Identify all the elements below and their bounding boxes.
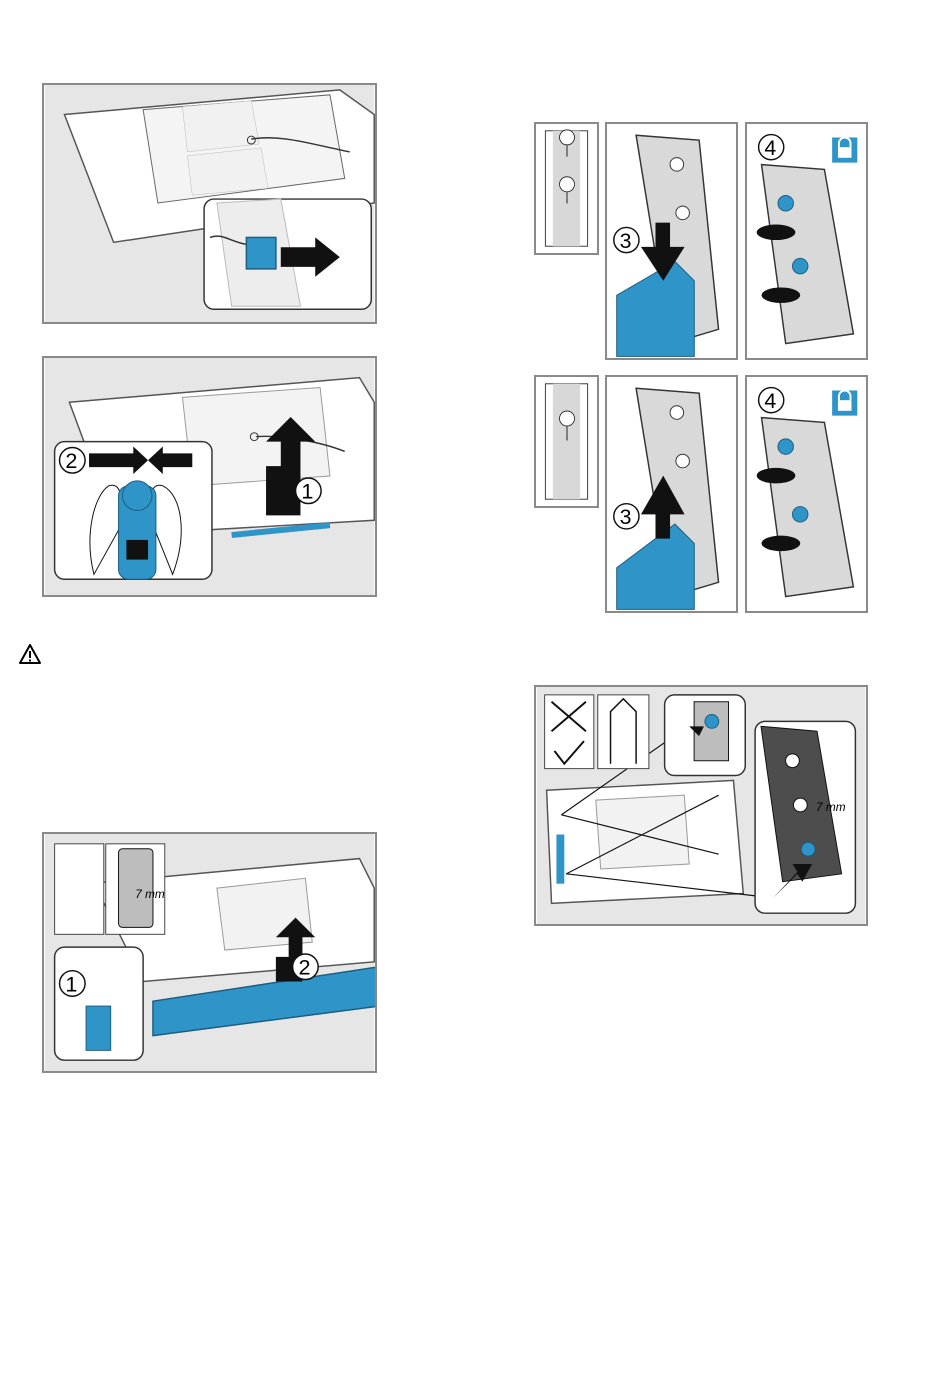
figure-tighten-screws-b: 4 [745, 375, 868, 613]
figure-hang-bracket-up: 3 [605, 375, 738, 613]
padlock-icon [832, 390, 857, 415]
step-1-label: 1 [301, 479, 313, 504]
figure-bracket-slot-single [534, 375, 599, 508]
step-3-label-b: 3 [620, 505, 632, 529]
warning-icon [18, 643, 42, 665]
padlock-icon [832, 137, 857, 162]
screw-icon [705, 715, 719, 729]
step-2-label-c: 2 [298, 955, 310, 980]
figure-install-filter: 2 7 mm 1 [42, 832, 377, 1073]
step-4-label-b: 4 [764, 389, 776, 413]
figure-bracket-slot-keyhole [534, 122, 599, 255]
step-4-label-a: 4 [764, 136, 776, 160]
vent-duct-icon [611, 699, 637, 764]
measure-label-r: 7 mm [816, 800, 846, 814]
figure-hang-bracket-down: 3 [605, 122, 738, 360]
figure-remove-filter: 1 2 [42, 356, 377, 597]
step-2-label: 2 [65, 448, 77, 473]
step-1-label-c: 1 [65, 971, 77, 996]
step-3-label-a: 3 [620, 229, 632, 253]
figure-disconnect-cable [42, 83, 377, 324]
figure-tighten-screws-a: 4 [745, 122, 868, 360]
measure-label-c: 7 mm [135, 887, 165, 901]
figure-screw-positions: 7 mm [534, 685, 868, 926]
